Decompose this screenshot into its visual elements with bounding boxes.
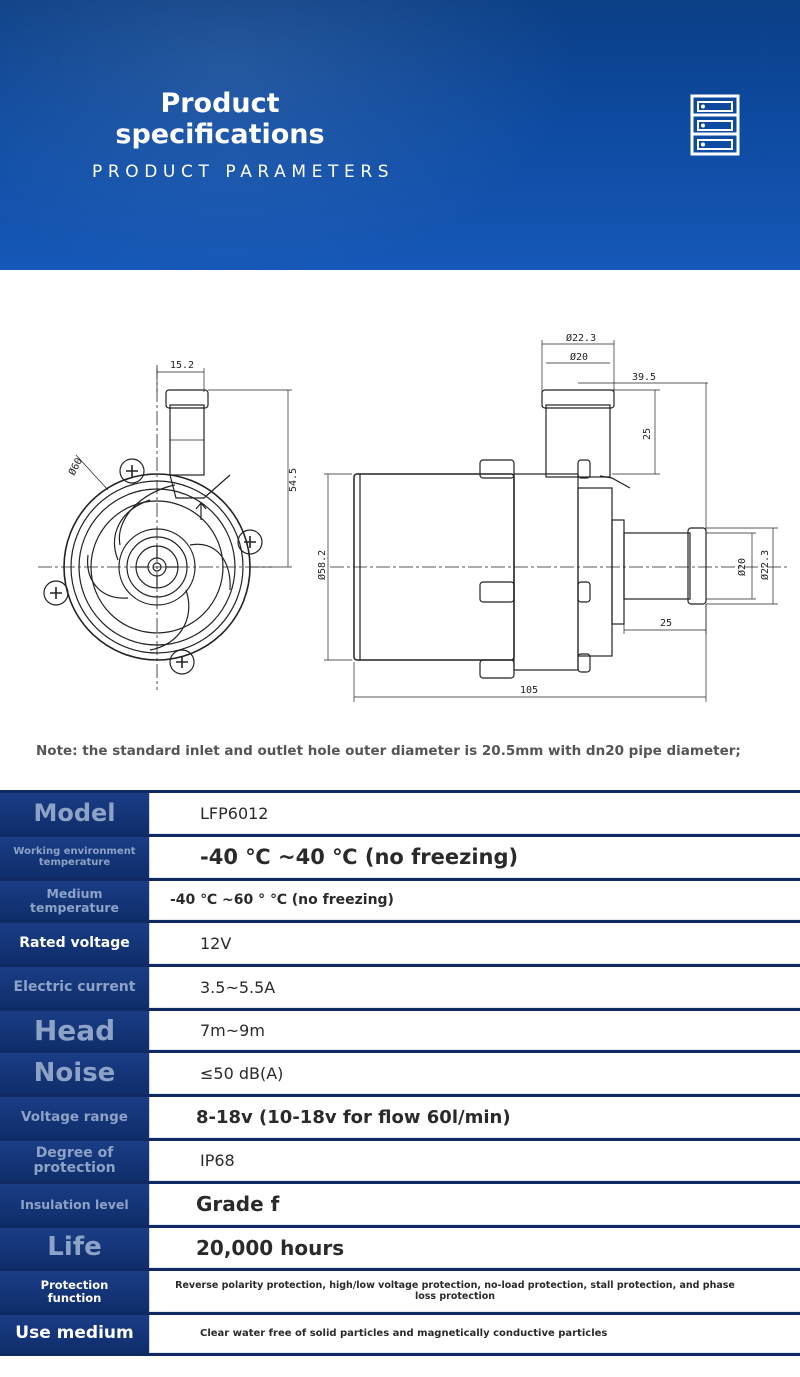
spec-label: Electric current — [0, 967, 150, 1008]
spec-label: Medium temperature — [0, 881, 150, 920]
spec-value: Clear water free of solid particles and … — [150, 1315, 800, 1353]
screw-boss — [43, 458, 263, 675]
dim-25-horizontal: 25 — [660, 618, 672, 629]
spec-label: Working environment temperature — [0, 837, 150, 878]
spec-row-head: Head 7m~9m — [0, 1008, 800, 1050]
spec-label: Rated voltage — [0, 923, 150, 964]
dim-phi20-side: Ø20 — [736, 558, 748, 576]
spec-value: LFP6012 — [150, 793, 800, 834]
spec-label: Model — [0, 793, 150, 834]
spec-row-noise: Noise ≤50 dB(A) — [0, 1050, 800, 1094]
spec-value: 7m~9m — [150, 1011, 800, 1050]
spec-row-life: Life 20,000 hours — [0, 1225, 800, 1268]
spec-value: ≤50 dB(A) — [150, 1053, 800, 1094]
dim-phi22-3-side: Ø22.3 — [759, 550, 771, 580]
spec-value: IP68 — [150, 1141, 800, 1181]
spec-value: Reverse polarity protection, high/low vo… — [150, 1271, 800, 1312]
page-subtitle: PRODUCT PARAMETERS — [92, 162, 395, 182]
spec-value: -40 ℃ ~40 ℃ (no freezing) — [150, 837, 800, 878]
dim-phi60: Ø60 — [66, 456, 85, 478]
dim-39-5: 39.5 — [632, 372, 656, 383]
spec-row-voltage-range: Voltage range 8-18v (10-18v for flow 60l… — [0, 1094, 800, 1138]
header-banner: Product specifications PRODUCT PARAMETER… — [0, 0, 800, 270]
spec-label: Insulation level — [0, 1184, 150, 1225]
dim-54-5: 54.5 — [288, 468, 299, 492]
spec-row-electric-current: Electric current 3.5~5.5A — [0, 964, 800, 1008]
technical-drawing: 15.2 Ø60 54.5 Ø22.3 Ø20 39.5 25 Ø58.2 Ø2… — [38, 332, 790, 702]
dim-phi20-top: Ø20 — [570, 351, 588, 363]
spec-label: Degree of protection — [0, 1141, 150, 1181]
spec-label: Head — [0, 1011, 150, 1050]
dim-phi58-2: Ø58.2 — [316, 550, 328, 580]
dim-phi22-3-top: Ø22.3 — [566, 332, 596, 344]
spec-row-protection-degree: Degree of protection IP68 — [0, 1138, 800, 1181]
page-title: Product specifications — [115, 88, 325, 150]
diameter-note: Note: the standard inlet and outlet hole… — [36, 743, 741, 759]
spec-value: 8-18v (10-18v for flow 60l/min) — [150, 1097, 800, 1138]
spec-label: Voltage range — [0, 1097, 150, 1138]
spec-value: 12V — [150, 923, 800, 964]
spec-row-use-medium: Use medium Clear water free of solid par… — [0, 1312, 800, 1356]
dim-15-2: 15.2 — [170, 360, 194, 371]
spec-label: Life — [0, 1228, 150, 1268]
spec-table: Model LFP6012 Working environment temper… — [0, 790, 800, 1356]
spec-label: Noise — [0, 1053, 150, 1094]
server-stack-icon — [690, 94, 740, 156]
spec-value: -40 ℃ ~60 ° ℃ (no freezing) — [150, 881, 800, 920]
spec-value: 20,000 hours — [150, 1228, 800, 1268]
pump-front-view — [38, 365, 292, 690]
spec-row-protection-function: Protection function Reverse polarity pro… — [0, 1268, 800, 1312]
dim-105: 105 — [520, 685, 538, 696]
spec-label: Use medium — [0, 1315, 150, 1353]
spec-row-rated-voltage: Rated voltage 12V — [0, 920, 800, 964]
spec-value: 3.5~5.5A — [150, 967, 800, 1008]
spec-row-medium-temperature: Medium temperature -40 ℃ ~60 ° ℃ (no fre… — [0, 878, 800, 920]
spec-row-model: Model LFP6012 — [0, 790, 800, 834]
spec-value: Grade f — [150, 1184, 800, 1225]
pump-side-view — [324, 340, 790, 702]
spec-label: Protection function — [0, 1271, 150, 1312]
spec-row-insulation-level: Insulation level Grade f — [0, 1181, 800, 1225]
dim-25-vertical: 25 — [642, 428, 653, 440]
spec-row-working-temperature: Working environment temperature -40 ℃ ~4… — [0, 834, 800, 878]
